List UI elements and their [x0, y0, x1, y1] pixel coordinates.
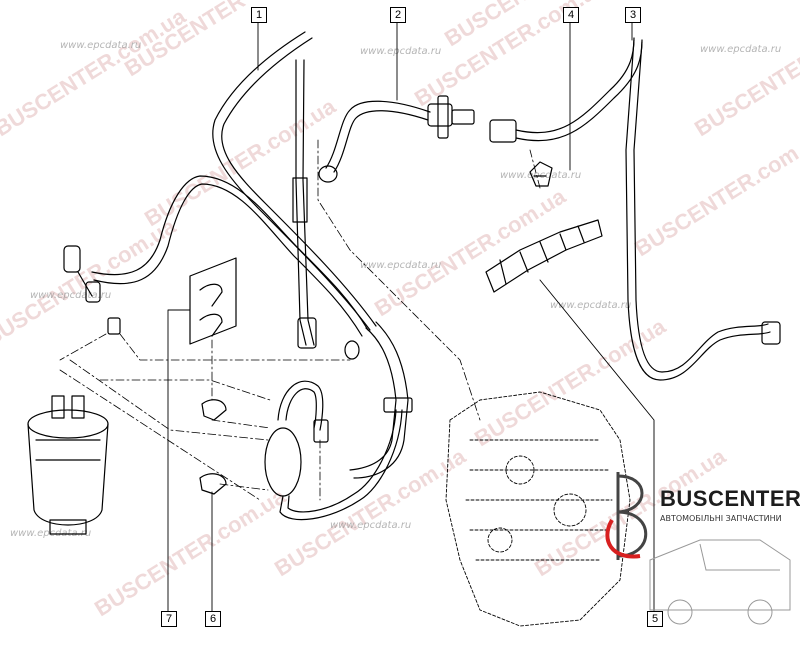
callout-2: 2 [390, 7, 406, 23]
assembly-lines [59, 139, 541, 501]
primer-bulb [264, 380, 403, 521]
connector-left [63, 245, 121, 335]
logo-subtitle: АВТОМОБІЛЬНІ ЗАПЧАСТИНИ [660, 514, 782, 523]
watermark-site: www.epcdata.ru [360, 260, 442, 271]
callout-3: 3 [625, 7, 641, 23]
fuel-pipe-left-arm [91, 175, 369, 337]
clip-4 [529, 161, 553, 187]
fuel-pipe-2 [318, 95, 475, 183]
engine-block [445, 391, 631, 627]
watermark-site: www.epcdata.ru [700, 44, 782, 55]
leader-lines [167, 21, 655, 613]
clip-holder-5 [485, 219, 603, 293]
fuel-filter [27, 395, 109, 535]
bracket-7 [189, 257, 237, 345]
watermark-site: www.epcdata.ru [60, 40, 142, 51]
clip-6 [199, 399, 227, 495]
logo-title: BUSCENTER [660, 486, 800, 511]
watermark-site: www.epcdata.ru [360, 46, 442, 57]
logo-mark [605, 472, 648, 560]
return-hose [292, 59, 317, 349]
fuel-pipe-1 [212, 31, 377, 331]
watermark-site: www.epcdata.ru [330, 520, 412, 531]
callout-7: 7 [161, 611, 177, 627]
callout-6: 6 [205, 611, 221, 627]
fuel-pipe-3 [489, 37, 781, 381]
callout-4: 4 [563, 7, 579, 23]
callout-1: 1 [251, 7, 267, 23]
hose-bundle [344, 321, 413, 479]
watermark-site: www.epcdata.ru [550, 300, 632, 311]
callout-5: 5 [647, 611, 663, 627]
van-illustration [649, 539, 791, 625]
watermark-site: www.epcdata.ru [30, 290, 112, 301]
